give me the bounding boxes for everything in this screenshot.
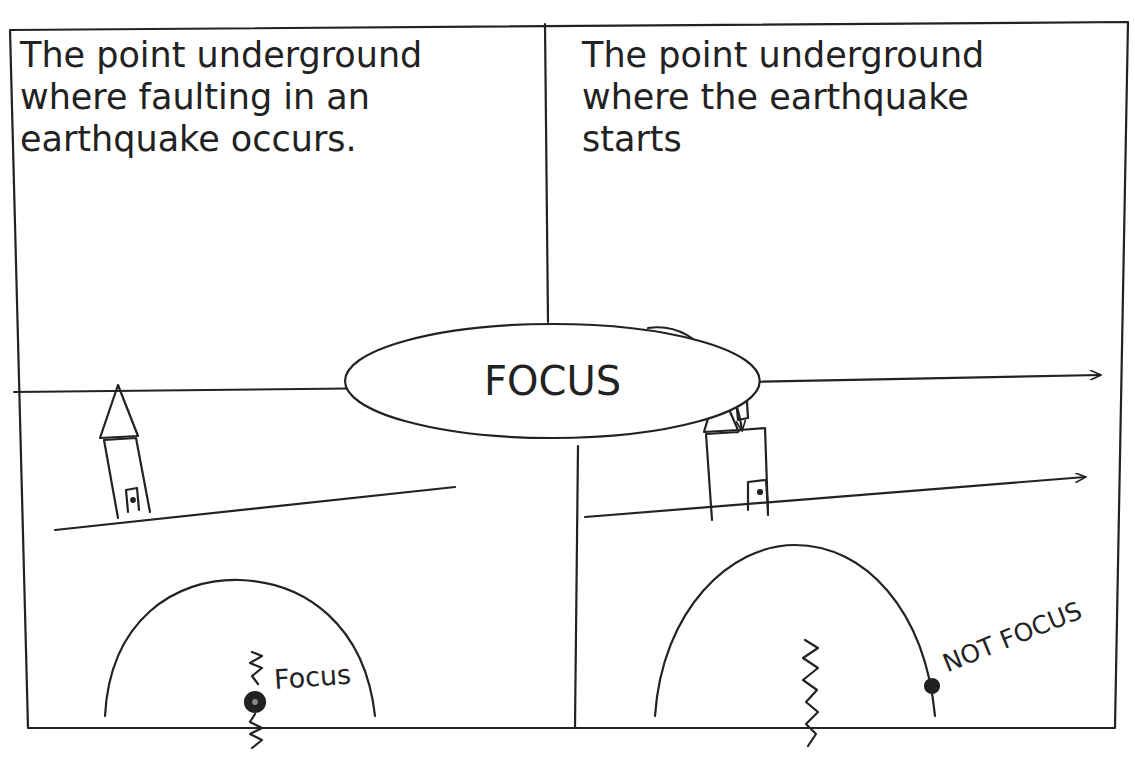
divider — [545, 24, 548, 322]
dome — [655, 545, 935, 716]
definition-text: The point underground where faulting in … — [20, 34, 460, 160]
tower — [706, 428, 768, 520]
focus-dot — [251, 698, 259, 706]
definition-text: The point underground where the earthqua… — [582, 34, 1002, 160]
dot — [925, 679, 939, 693]
fault-zigzag — [803, 640, 818, 746]
fault-zigzag — [250, 652, 262, 684]
roof — [100, 385, 138, 438]
definition-panel: The point underground where faulting in … — [20, 34, 460, 168]
door-knob — [758, 490, 762, 494]
ground-line — [55, 487, 455, 530]
divider — [575, 446, 578, 727]
term-ellipse: FOCUS — [343, 322, 762, 440]
fault-zigzag — [250, 714, 262, 748]
arrow-line — [585, 477, 1085, 517]
frame — [10, 22, 1128, 728]
not-focus-label: NOT FOCUS — [939, 596, 1086, 678]
characteristic-panel: The point underground where the earthqua… — [582, 34, 1002, 168]
divider — [14, 388, 398, 392]
door — [126, 488, 139, 512]
focus-label: Focus — [273, 659, 352, 695]
dome — [105, 580, 375, 716]
focus-dot — [245, 692, 265, 712]
term-text: FOCUS — [343, 357, 762, 405]
door — [748, 480, 768, 510]
tower — [104, 438, 150, 518]
door-knob — [131, 498, 135, 502]
